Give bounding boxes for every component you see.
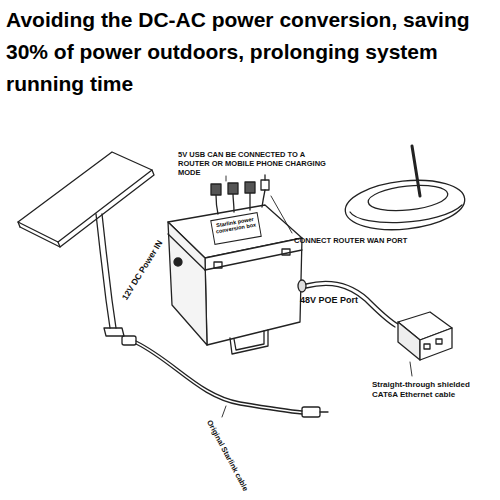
starlink-cable: [122, 336, 328, 417]
callout-label: 12V DC Power IN: [120, 238, 165, 301]
wan-cable: [261, 175, 292, 233]
router: [343, 146, 467, 235]
callout-label: 48V POE Port: [300, 295, 358, 306]
callout-label: 5V USB CAN BE CONNECTED TO A ROUTER OR M…: [178, 150, 328, 177]
callout-label: Original Starlink cable: [205, 418, 250, 492]
page-title: Avoiding the DC-AC power conversion, sav…: [6, 4, 494, 100]
power-conversion-case: [168, 205, 306, 354]
usb-cables: [211, 176, 255, 214]
callout-label: Straight-through shielded CAT6A Ethernet…: [372, 380, 496, 399]
callout-label: CONNECT ROUTER WAN PORT: [294, 236, 407, 245]
nameplate-text: Starlink power conversion box: [214, 215, 258, 235]
starlink-dish: [18, 152, 154, 336]
